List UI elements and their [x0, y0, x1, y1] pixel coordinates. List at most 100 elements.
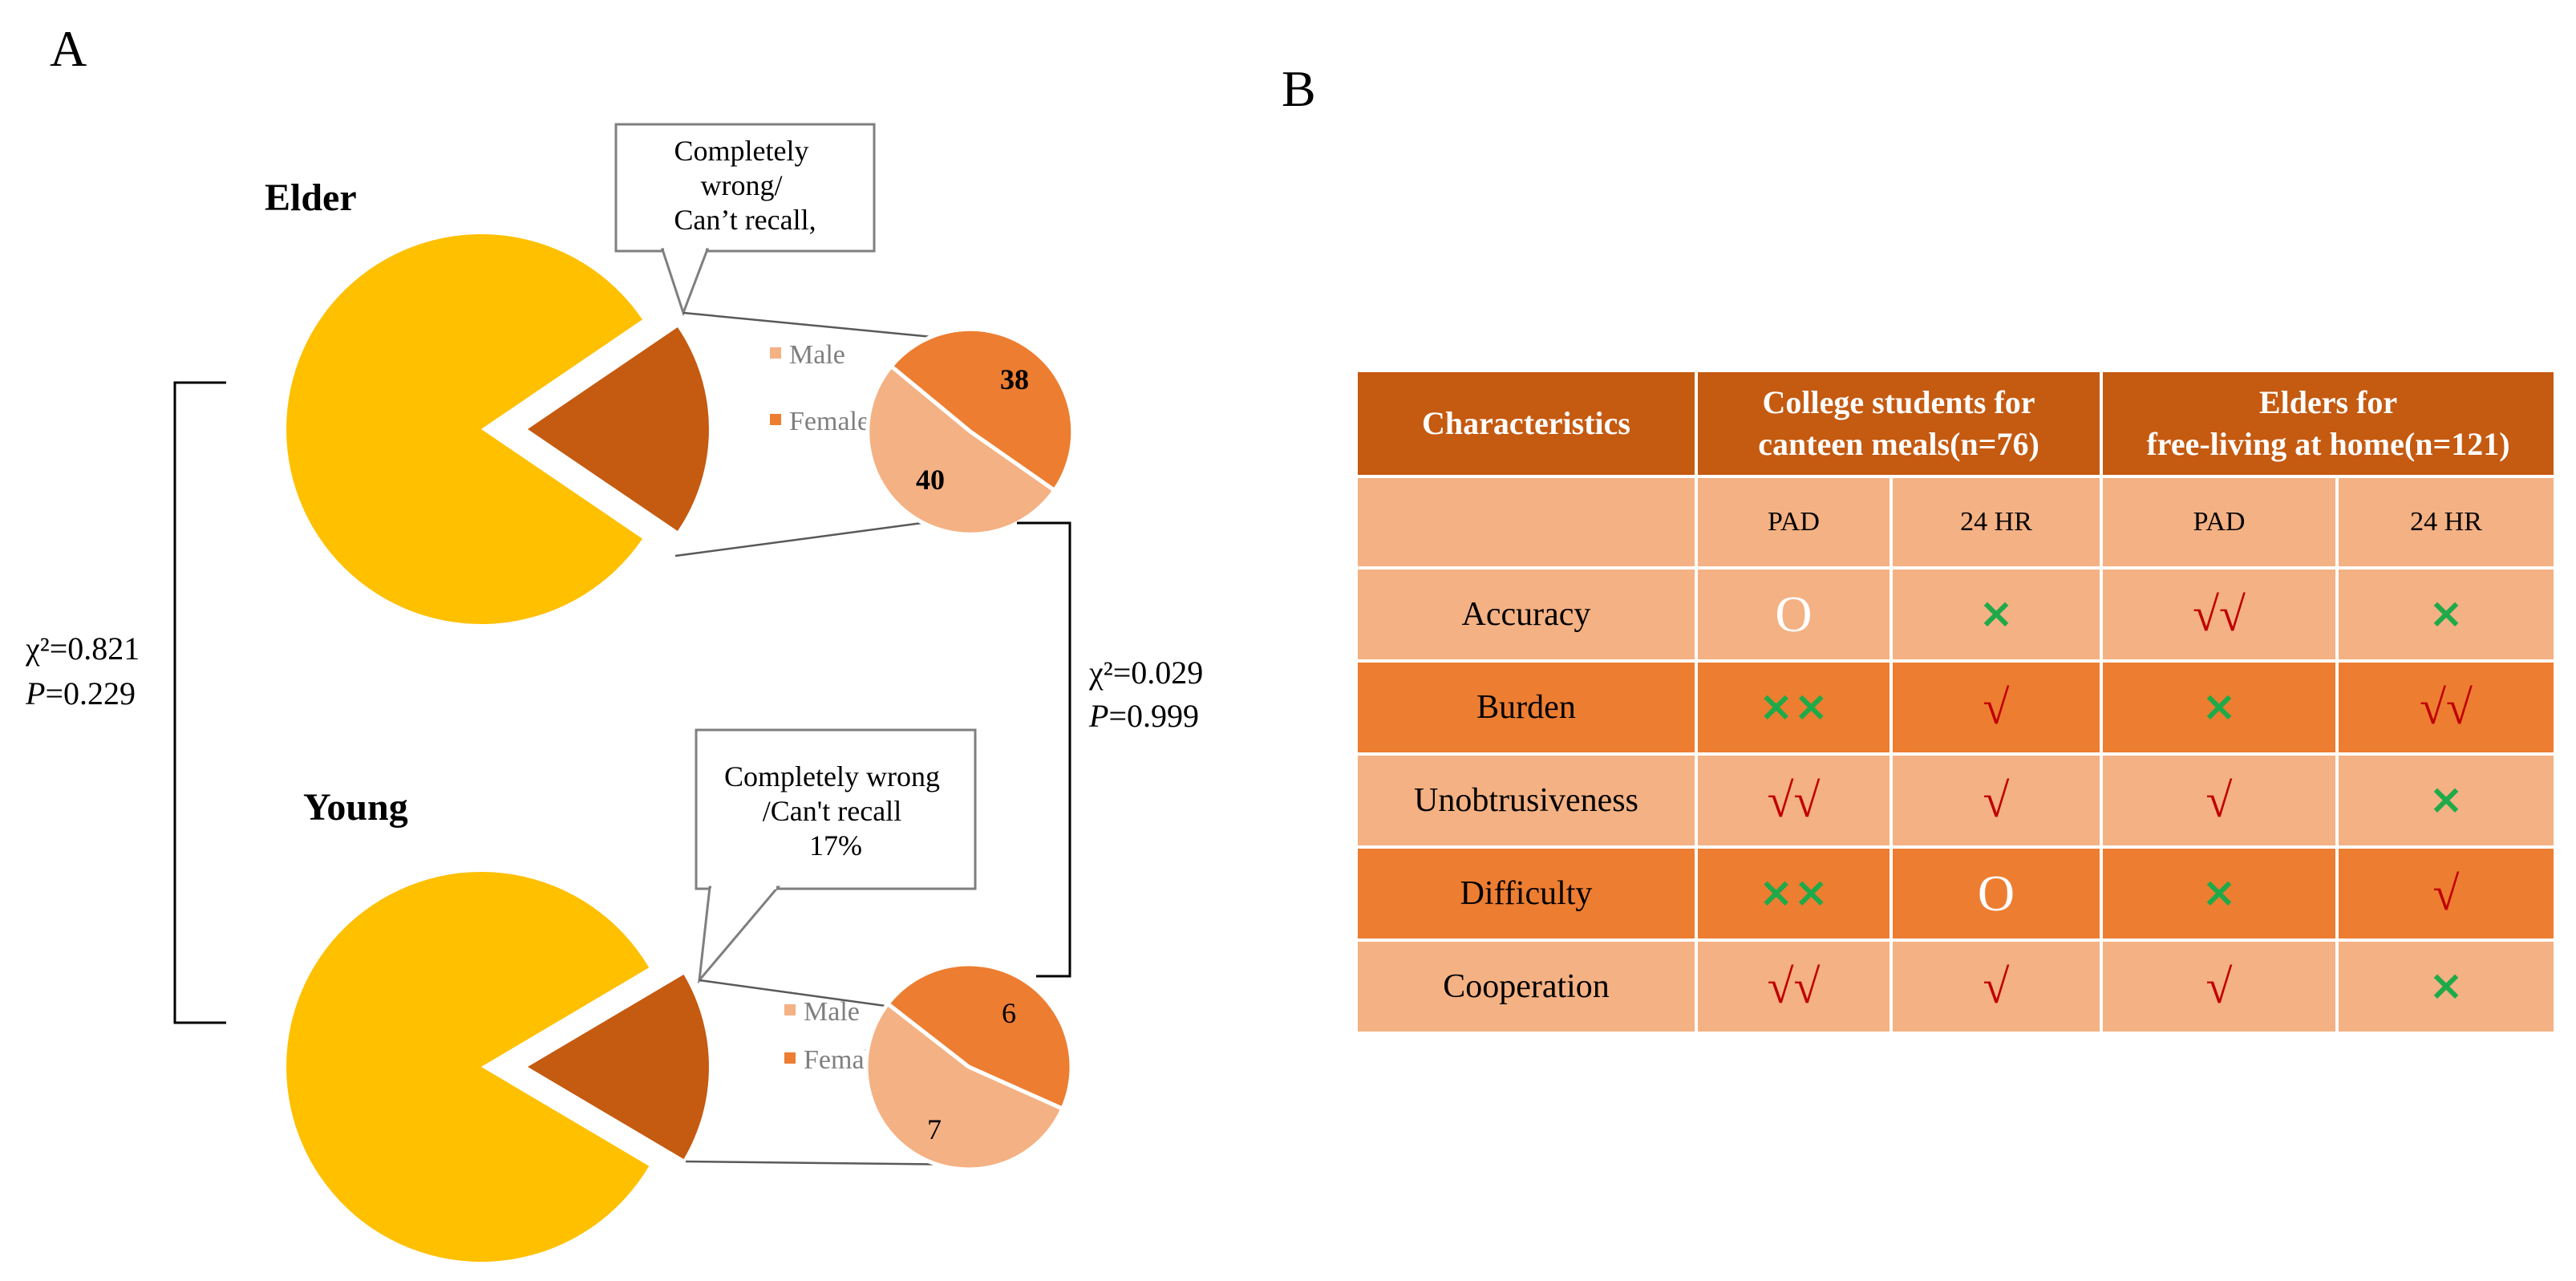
check-mark: √√	[2193, 587, 2246, 641]
elder-breakdown-legend: Male Female	[770, 340, 869, 436]
elder-breakdown-male-slice	[865, 363, 1058, 537]
cross-mark-cell: ×	[2100, 659, 2339, 756]
check-mark: √√	[1767, 773, 1821, 827]
table-subheader-cell: 24 HR	[1889, 475, 2104, 570]
characteristics-table: Characteristics College students for cante…	[1355, 369, 2558, 1035]
young-callout-text: Completely wrong /Can't recall 17%	[724, 760, 947, 861]
young-legend-male-swatch	[784, 1004, 796, 1015]
breakdown-p-number: =0.999	[1108, 698, 1199, 734]
neutral-mark: O	[1977, 865, 2015, 922]
elder-callout-line-3: Can’t recall,	[674, 204, 816, 236]
breakdown-chi-square: χ²=0.029	[1088, 655, 1203, 691]
cross-mark-cell: ××	[1695, 845, 1893, 942]
table-header-cell: Characteristics	[1355, 369, 1698, 478]
main-p-label: P	[25, 675, 45, 711]
characteristic-name: Difficulty	[1355, 845, 1698, 942]
characteristic-name: Unobtrusiveness	[1355, 752, 1698, 849]
elder-connector-top	[682, 311, 933, 338]
check-mark: √	[1983, 959, 2010, 1013]
elder-breakdown-female-slice	[888, 326, 1075, 493]
young-callout-line-3: 17%	[809, 829, 862, 861]
table-subheader-cell: 24 HR	[2335, 475, 2558, 570]
young-callout: Completely wrong /Can't recall 17%	[695, 728, 977, 984]
table-row: Accuracy O × √√ ×	[1355, 566, 2558, 663]
main-p-value: P=0.229	[25, 675, 136, 711]
young-breakdown-female-slice	[885, 962, 1074, 1112]
elder-group: Elder Completely wrong/ Can’t recall, Ma…	[265, 123, 1075, 624]
cross-mark: ×	[2428, 776, 2464, 824]
breakdown-p-label: P	[1088, 698, 1108, 734]
elder-legend-male: Male	[789, 340, 845, 370]
table-header-line: College students for	[1762, 384, 2035, 420]
cross-mark: ×	[2428, 590, 2464, 638]
characteristic-name: Burden	[1355, 659, 1698, 756]
elder-pie-main-slice	[286, 233, 642, 624]
neutral-mark-cell: O	[1889, 845, 2104, 942]
young-group: Young Completely wrong /Can't recall 17%…	[286, 728, 1074, 1263]
check-mark-cell: √	[2100, 752, 2339, 849]
cross-mark: ×	[2428, 962, 2464, 1010]
check-mark-cell: √	[1889, 938, 2104, 1035]
young-breakdown-male-slice	[864, 1000, 1066, 1172]
neutral-mark: O	[1775, 586, 1813, 643]
cross-mark-cell: ×	[2335, 938, 2558, 1035]
elder-breakdown-female-label: 38	[1000, 363, 1029, 395]
elder-callout-box	[614, 123, 876, 253]
elder-legend-female: Female	[789, 407, 869, 436]
check-mark-cell: √	[1889, 752, 2104, 849]
panel-b-letter: B	[1282, 60, 1316, 117]
table-row: Unobtrusiveness√√√√×	[1355, 752, 2558, 849]
panel-a-letter: A	[50, 20, 87, 77]
check-mark-cell: √√	[1695, 938, 1893, 1035]
elder-breakdown-male-label: 40	[916, 464, 945, 496]
table-row: Burden×× √ × √√	[1355, 659, 2558, 756]
table-subheader-cell	[1355, 475, 1698, 570]
table-header-line: Characteristics	[1422, 405, 1630, 441]
table-header-line: Elders for	[2258, 384, 2398, 420]
table-header-line: canteen meals(n=76)	[1758, 426, 2039, 462]
check-mark-cell: √√	[2335, 659, 2558, 756]
check-mark-cell: √	[2335, 845, 2558, 942]
elder-callout-line-1: Completely	[674, 135, 809, 167]
characteristic-name: Accuracy	[1355, 566, 1698, 663]
check-mark: √	[2205, 959, 2233, 1013]
young-pie-main-slice	[286, 872, 650, 1263]
young-breakdown-male-label: 7	[927, 1113, 942, 1145]
breakdown-p-value: P=0.999	[1088, 698, 1199, 734]
cross-mark-cell: ×	[2335, 752, 2558, 849]
cross-mark-cell: ×	[1889, 566, 2104, 663]
characteristic-name: Cooperation	[1355, 938, 1698, 1035]
check-mark: √	[1983, 680, 2010, 734]
elder-connector-bottom	[674, 518, 947, 557]
table-subheader-cell: PAD	[1695, 475, 1893, 570]
elder-callout-pointer	[660, 248, 710, 317]
cross-mark: ××	[1758, 869, 1829, 917]
table-row: Difficulty ×× O × √	[1355, 845, 2558, 942]
check-mark: √√	[2420, 680, 2473, 734]
check-mark-cell: √	[2100, 938, 2339, 1035]
young-legend-female-swatch	[784, 1052, 796, 1064]
cross-mark: ×	[2201, 683, 2237, 731]
elder-legend-male-swatch	[770, 347, 781, 359]
check-mark-cell: √	[1889, 659, 2104, 756]
check-mark: √	[1983, 773, 2010, 827]
young-breakdown-female-label: 6	[1002, 997, 1016, 1029]
cross-mark: ×	[2201, 869, 2237, 917]
neutral-mark-cell: O	[1695, 566, 1893, 663]
young-callout-pointer	[697, 886, 781, 984]
elder-callout-line-2: wrong/	[701, 169, 783, 201]
check-mark: √	[2205, 773, 2233, 827]
main-p-number: =0.229	[45, 675, 136, 711]
young-pie-wrong-slice	[528, 975, 709, 1159]
young-callout-box	[695, 728, 977, 890]
cross-mark-cell: ×	[2335, 566, 2558, 663]
young-callout-line-1: Completely wrong	[724, 760, 940, 793]
cross-mark-cell: ××	[1695, 659, 1893, 756]
main-comparison-bracket	[173, 381, 226, 1024]
young-connector-bottom	[685, 1160, 971, 1166]
elder-callout-text: Completely wrong/ Can’t recall,	[674, 135, 816, 236]
elder-legend-female-swatch	[770, 414, 781, 425]
table-header-line: free-living at home(n=121)	[2146, 426, 2510, 462]
